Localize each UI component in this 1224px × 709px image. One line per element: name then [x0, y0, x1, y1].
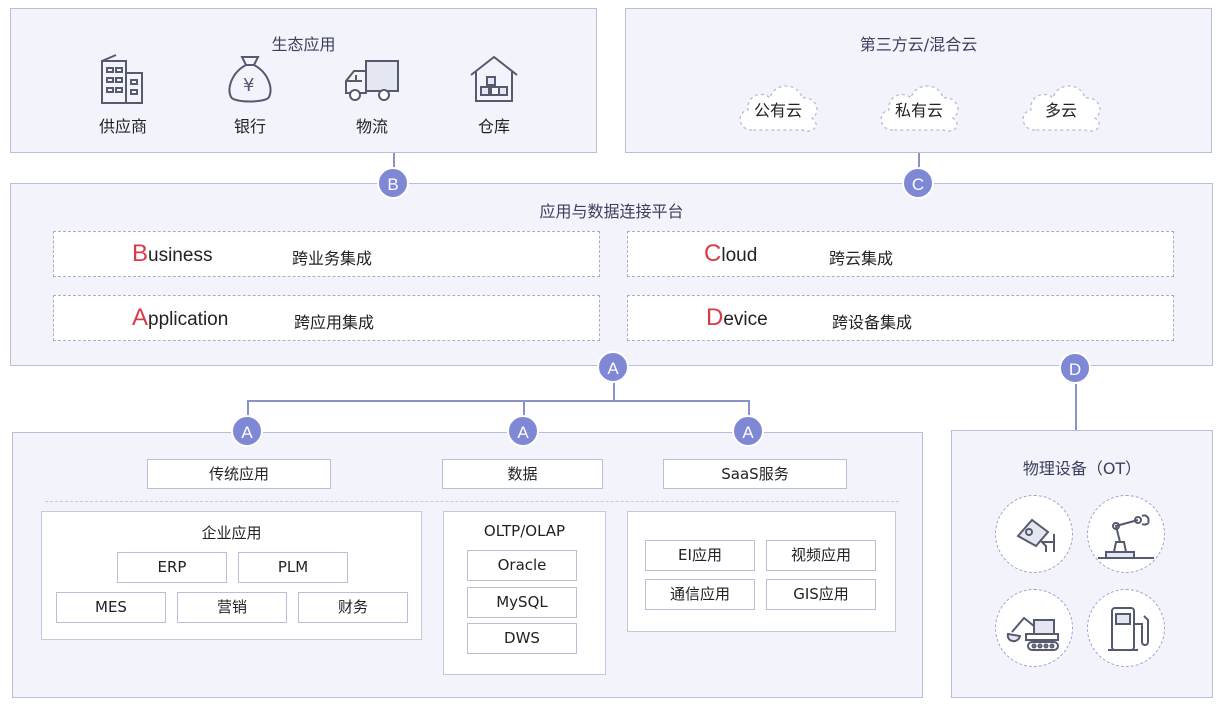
section-divider	[45, 501, 899, 502]
bank-label: 银行	[233, 117, 266, 136]
plm-chip: PLM	[238, 552, 348, 583]
application-term: Application	[132, 304, 228, 332]
connector-line-d	[1075, 366, 1077, 430]
excavator-icon	[1006, 616, 1059, 651]
application-letter: A	[132, 304, 149, 331]
device-box: Device 跨设备集成	[627, 295, 1174, 341]
saas-header: SaaS服务	[663, 459, 847, 489]
applications-panel: 传统应用 数据 SaaS服务 企业应用 ERP PLM MES 营销 财务 OL…	[12, 432, 923, 698]
warehouse-icon	[470, 55, 518, 102]
cloud-panel-title: 第三方云/混合云	[859, 35, 978, 54]
data-header: 数据	[442, 459, 603, 489]
platform-title: 应用与数据连接平台	[539, 202, 684, 221]
dws-chip: DWS	[467, 623, 577, 654]
cloud-box: Cloud 跨云集成	[627, 231, 1174, 277]
device-label: 跨设备集成	[832, 313, 913, 332]
robot-arm-device	[1087, 495, 1165, 573]
connector-badge-d: D	[1059, 352, 1091, 384]
data-box: OLTP/OLAP Oracle MySQL DWS	[443, 511, 606, 675]
public-cloud-label: 公有云	[753, 101, 802, 120]
cloud-icon	[739, 85, 818, 132]
svg-text:¥: ¥	[243, 75, 254, 96]
marketing-chip: 营销	[177, 592, 287, 623]
warehouse-item: 仓库	[449, 53, 539, 137]
connector-badge-c: C	[902, 167, 934, 199]
connection-platform-panel: 应用与数据连接平台 Business 跨业务集成 Cloud 跨云集成 Appl…	[10, 183, 1213, 366]
mes-chip: MES	[56, 592, 166, 623]
ot-title: 物理设备（OT）	[1022, 459, 1142, 478]
gis-app-chip: GIS应用	[766, 579, 876, 610]
logistics-item: 物流	[327, 53, 417, 137]
traditional-app-header: 传统应用	[147, 459, 331, 489]
cloud-icon	[880, 85, 959, 132]
warehouse-label: 仓库	[477, 117, 510, 136]
bank-item: ¥ 银行	[205, 53, 295, 137]
device-word: evice	[723, 309, 768, 330]
application-word: pplication	[148, 309, 229, 330]
excavator-device	[995, 589, 1073, 667]
cloud-letter: C	[704, 240, 722, 267]
public-cloud: 公有云	[732, 78, 824, 136]
enterprise-apps-box: 企业应用 ERP PLM MES 营销 财务	[41, 511, 422, 640]
application-label: 跨应用集成	[294, 313, 375, 332]
video-app-chip: 视频应用	[766, 540, 876, 571]
cloud-label: 跨云集成	[829, 249, 894, 268]
badge-a-traditional: A	[231, 415, 263, 447]
private-cloud-label: 私有云	[894, 101, 943, 120]
multi-cloud: 多云	[1015, 78, 1107, 136]
oracle-chip: Oracle	[467, 550, 577, 581]
supplier-item: 供应商	[78, 53, 168, 137]
application-box: Application 跨应用集成	[53, 295, 600, 341]
oltp-olap-title: OLTP/OLAP	[483, 522, 566, 540]
supplier-label: 供应商	[98, 117, 147, 136]
enterprise-apps-title: 企业应用	[201, 524, 262, 542]
ecosystem-title: 生态应用	[271, 35, 336, 54]
connector-badge-b: B	[377, 167, 409, 199]
fuel-pump-device	[1087, 589, 1165, 667]
cloud-term: Cloud	[704, 240, 757, 268]
connector-badge-a: A	[597, 351, 629, 383]
money-bag-icon: ¥	[228, 56, 272, 103]
third-party-cloud-panel: 第三方云/混合云 公有云 私有云 多云	[625, 8, 1212, 153]
fuel-pump-icon	[1108, 607, 1149, 651]
camera-device	[995, 495, 1073, 573]
erp-chip: ERP	[117, 552, 227, 583]
device-term: Device	[706, 304, 768, 332]
business-word: usiness	[148, 245, 213, 266]
truck-icon	[345, 60, 399, 101]
business-letter: B	[132, 240, 149, 267]
saas-box: EI应用 视频应用 通信应用 GIS应用	[627, 511, 896, 632]
physical-devices-panel: 物理设备（OT）	[951, 430, 1213, 698]
business-term: Business	[132, 240, 212, 268]
badge-a-data: A	[507, 415, 539, 447]
finance-chip: 财务	[298, 592, 408, 623]
multi-cloud-label: 多云	[1044, 101, 1077, 120]
device-letter: D	[706, 304, 724, 331]
badge-a-saas: A	[732, 415, 764, 447]
building-icon	[101, 54, 143, 104]
ei-app-chip: EI应用	[645, 540, 755, 571]
connector-line-a-main	[613, 366, 615, 401]
robot-arm-icon	[1098, 514, 1154, 559]
business-label: 跨业务集成	[292, 249, 373, 268]
business-box: Business 跨业务集成	[53, 231, 600, 277]
cloud-icon	[1022, 85, 1101, 132]
cloud-word: loud	[721, 245, 758, 266]
private-cloud: 私有云	[873, 78, 965, 136]
connector-line-a-horizontal	[247, 400, 750, 402]
comm-app-chip: 通信应用	[645, 579, 755, 610]
camera-icon	[1016, 518, 1055, 552]
logistics-label: 物流	[355, 117, 388, 136]
ecosystem-panel: 生态应用 供应商 ¥ 银行	[10, 8, 597, 153]
mysql-chip: MySQL	[467, 587, 577, 618]
